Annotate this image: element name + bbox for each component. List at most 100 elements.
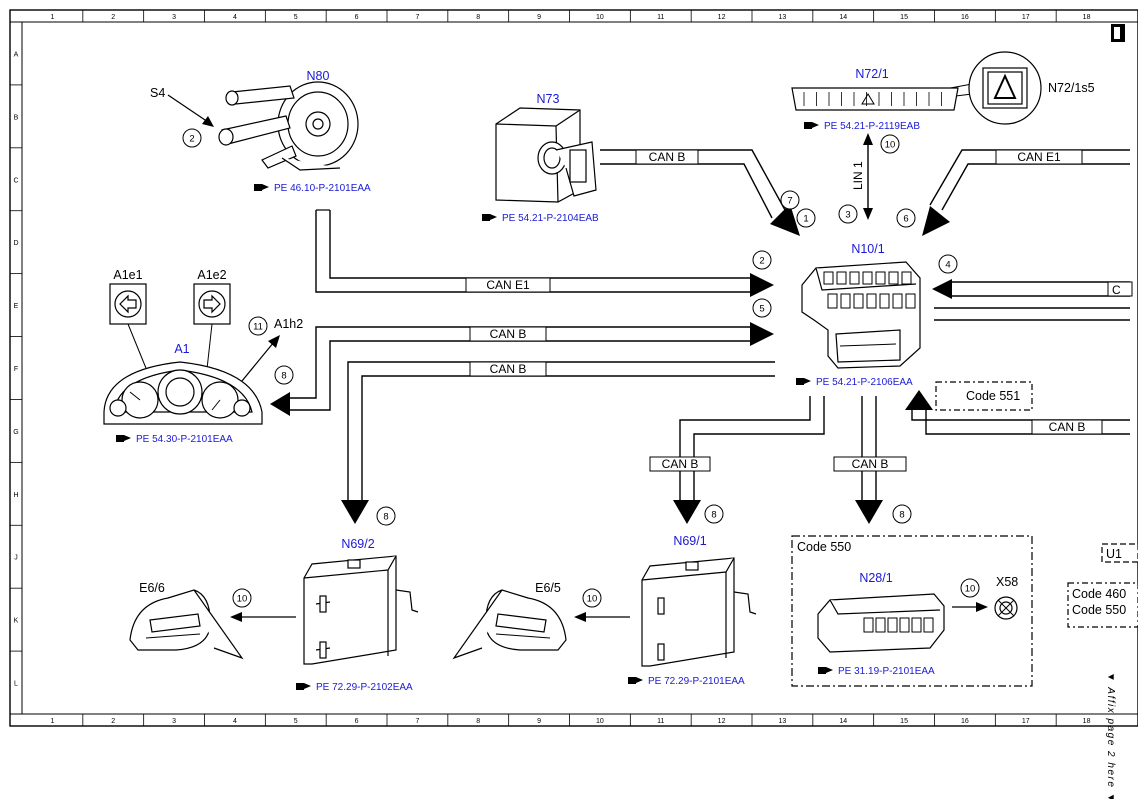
label-s4: S4 xyxy=(150,86,165,100)
code-460-box xyxy=(1067,582,1138,628)
label-e6-5: E6/5 xyxy=(535,581,561,595)
ruler-col-label: 17 xyxy=(1022,14,1030,21)
ref-n28-1[interactable]: PE 31.19-P-2101EAA xyxy=(838,666,935,677)
ruler-row-label: C xyxy=(13,177,18,184)
ruler-col-label: 14 xyxy=(839,718,847,725)
n69-1-door-unit xyxy=(641,557,757,667)
label-n72-1s5: N72/1s5 xyxy=(1048,81,1095,95)
a1e1-left-indicator xyxy=(109,283,147,325)
label-e6-6: E6/6 xyxy=(139,581,165,595)
connector-pin xyxy=(879,293,890,309)
connector-pin xyxy=(823,271,834,285)
step-number: 8 xyxy=(899,510,904,521)
connector-pin xyxy=(923,617,934,633)
step-circle xyxy=(938,254,958,274)
ref-icon xyxy=(628,677,643,684)
ruler-row-label: E xyxy=(14,303,19,310)
step-circle xyxy=(960,578,980,598)
ref-a1[interactable]: PE 54.30-P-2101EAA xyxy=(136,434,233,445)
connector-pin xyxy=(840,293,851,309)
ruler-col-label: 10 xyxy=(596,718,604,725)
connector-pin xyxy=(836,271,847,285)
step-circle xyxy=(582,588,602,608)
ruler-col-label: 5 xyxy=(294,718,298,725)
step-number: 4 xyxy=(945,260,950,271)
bus-label-can-b-right: CAN B xyxy=(1049,420,1086,434)
bus-label-lin1: LIN 1 xyxy=(851,161,865,190)
ruler-col-label: 16 xyxy=(961,14,969,21)
ruler-col-label: 14 xyxy=(839,14,847,21)
ruler-col-label: 9 xyxy=(537,14,541,21)
ruler-col-label: 6 xyxy=(355,718,359,725)
e6-6-mirror xyxy=(129,589,244,660)
bus-label-can-b-code550: CAN B xyxy=(852,457,889,471)
ruler-col-label: 8 xyxy=(476,14,480,21)
ruler-col-label: 2 xyxy=(111,14,115,21)
ruler-col-label: 6 xyxy=(355,14,359,21)
label-n73: N73 xyxy=(537,92,560,106)
connector-pin xyxy=(901,271,912,285)
ref-icon xyxy=(818,667,833,674)
step-number: 7 xyxy=(787,196,792,207)
step-number: 3 xyxy=(845,210,850,221)
label-u1: U1 xyxy=(1106,547,1122,561)
bus-labels: CAN B CAN E1 LIN 1 CAN E1 CAN B CAN B CA… xyxy=(465,149,1103,472)
ref-icon xyxy=(116,435,131,442)
step-number: 10 xyxy=(885,140,896,151)
step-number: 2 xyxy=(759,256,764,267)
connector-pin xyxy=(866,293,877,309)
ruler-row-label: H xyxy=(13,492,18,499)
step-circle xyxy=(780,190,800,210)
ref-icon xyxy=(482,214,497,221)
ref-icon xyxy=(296,683,311,690)
n73-ignition-lock xyxy=(495,107,597,203)
n28-1-trailer-unit xyxy=(817,593,945,653)
ruler-col-label: 12 xyxy=(718,718,726,725)
affix-note: ▼ Affix page 2 here ▼ xyxy=(1105,672,1116,799)
ref-icon xyxy=(804,122,819,129)
step-circle xyxy=(896,208,916,228)
e6-5-mirror xyxy=(452,589,567,660)
bus-lines: C xyxy=(127,83,1133,622)
ruler-col-label: 11 xyxy=(657,14,664,21)
connector-pin xyxy=(905,293,916,309)
step-circle xyxy=(248,316,268,336)
ruler-col-label: 2 xyxy=(111,718,115,725)
ruler-col-label: 1 xyxy=(50,718,54,725)
ruler-col-label: 8 xyxy=(476,718,480,725)
ref-n72-1[interactable]: PE 54.21-P-2119EAB xyxy=(824,121,920,132)
step-number: 10 xyxy=(587,594,598,605)
ruler-col-label: 18 xyxy=(1083,718,1091,725)
ruler-row-label: L xyxy=(14,681,18,688)
ref-n10-1[interactable]: PE 54.21-P-2106EAA xyxy=(816,377,913,388)
ruler-col-label: 16 xyxy=(961,718,969,725)
label-n28-1: N28/1 xyxy=(859,571,892,585)
svg-text:C: C xyxy=(1112,283,1121,297)
step-number: 1 xyxy=(803,214,808,225)
connector-pin xyxy=(892,293,903,309)
label-n69-2: N69/2 xyxy=(341,537,374,551)
step-number: 10 xyxy=(965,584,976,595)
bus-label-can-b-n69-1: CAN B xyxy=(662,457,699,471)
step-circle xyxy=(376,506,396,526)
code-551-box xyxy=(935,381,1033,411)
n69-2-door-unit xyxy=(303,555,419,665)
ruler-row-label: J xyxy=(14,555,18,562)
label-code-550: Code 550 xyxy=(797,540,851,554)
ref-n73[interactable]: PE 54.21-P-2104EAB xyxy=(502,213,599,224)
ruler-col-label: 15 xyxy=(900,718,908,725)
label-code-550-right: Code 550 xyxy=(1072,603,1126,617)
connector-pin xyxy=(911,617,922,633)
label-n72-1: N72/1 xyxy=(855,67,888,81)
ref-icon xyxy=(796,378,811,385)
ref-n69-1[interactable]: PE 72.29-P-2101EAA xyxy=(648,676,745,687)
ruler-row-label: A xyxy=(14,51,19,58)
ruler-row-label: F xyxy=(14,366,18,373)
bus-label-can-b-n69-2: CAN B xyxy=(490,362,527,376)
ruler-col-label: 7 xyxy=(415,14,419,21)
ref-n69-2[interactable]: PE 72.29-P-2102EAA xyxy=(316,682,413,693)
ref-n80[interactable]: PE 46.10-P-2101EAA xyxy=(274,183,371,194)
